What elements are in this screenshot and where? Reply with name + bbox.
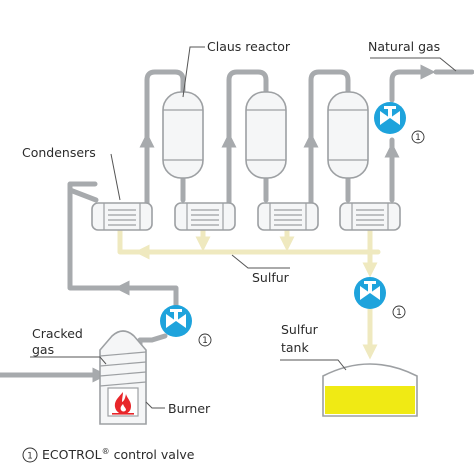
legend-marker: 1 [27,452,33,462]
flame-icon [112,392,134,415]
label-cracked-gas-line2: gas [32,342,54,357]
condenser-2 [174,202,236,231]
label-claus-reactor: Claus reactor [207,39,291,54]
condenser-1 [91,202,153,231]
legend-registered: ® [102,447,110,456]
legend-text: ECOTROL® control valve [42,447,195,462]
control-valve-sulfur: 1 [354,277,406,319]
valve-number-badge: 1 [415,133,421,143]
control-valve-burner: 1 [160,305,212,347]
condenser-4 [339,202,401,231]
label-condensers: Condensers [22,145,96,160]
valve-number-badge: 1 [202,336,208,346]
label-cracked-gas-line1: Cracked [32,326,83,341]
label-sulfur-tank-line1: Sulfur [281,322,319,337]
control-valve-icon [166,309,186,328]
leader-lines [30,46,457,409]
label-sulfur: Sulfur [252,270,290,285]
sulfur-lines [117,227,381,360]
legend-suffix: control valve [114,447,195,462]
claus-reactors [162,91,369,179]
control-valve-icon [380,106,400,125]
reactor-1 [162,91,204,179]
valve-number-badge: 1 [396,308,402,318]
control-valve-icon [360,281,380,300]
sulfur-tank [322,363,418,417]
legend: 1 ECOTROL® control valve [22,447,195,463]
burner [99,330,147,425]
label-natural-gas: Natural gas [368,39,440,54]
reactor-3 [327,91,369,179]
control-valve-natural-gas: 1 [374,102,425,144]
gas-pipes [0,64,474,383]
legend-product: ECOTROL [42,447,102,462]
label-burner: Burner [168,401,211,416]
label-sulfur-tank-line2: tank [281,340,309,355]
reactor-2 [245,91,287,179]
condenser-3 [257,202,319,231]
condensers [91,202,401,231]
